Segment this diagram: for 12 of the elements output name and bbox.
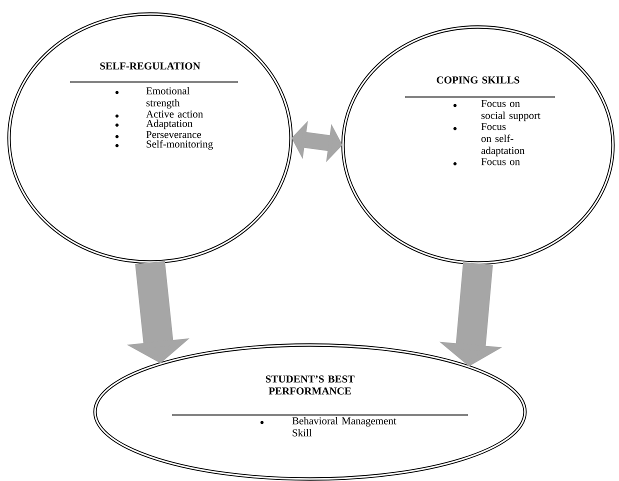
bullet-item: Focus on self-adaptation — [481, 123, 525, 156]
bullet-item: Emotional strength — [146, 87, 190, 109]
heading: SELF-REGULATION — [100, 62, 200, 70]
bullet-item: Focus on — [481, 158, 520, 166]
bullet-item: Perseverance — [146, 131, 202, 138]
bullet-item: Adaptation — [146, 120, 192, 130]
bullet-item: Behavioral Management Skill — [292, 417, 396, 436]
bullet-item: Self-monitoring — [146, 140, 213, 150]
heading: STUDENT’S BEST PERFORMANCE — [266, 375, 354, 395]
bullet-item: Active action — [146, 110, 203, 118]
heading: COPING SKILLS — [436, 76, 520, 84]
bullet-item: Focus on social support — [481, 100, 540, 122]
